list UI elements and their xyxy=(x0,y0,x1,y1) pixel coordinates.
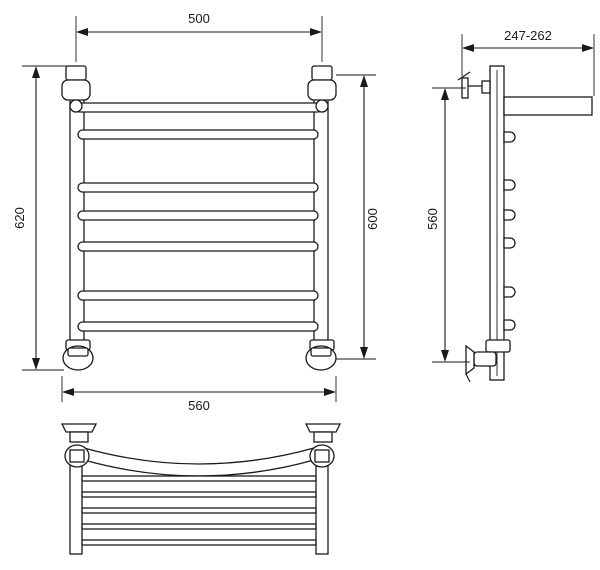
dimension-side-depth-label: 247-262 xyxy=(504,28,552,43)
plan-left-connector xyxy=(60,423,98,468)
dimension-bottom-width: 560 xyxy=(61,376,337,413)
side-top-arm xyxy=(503,96,593,116)
front-view xyxy=(61,65,337,371)
dimension-top-width-label: 500 xyxy=(188,11,210,26)
top-left-connector xyxy=(61,65,91,113)
dimension-right-height: 600 xyxy=(336,74,380,360)
dimension-left-height: 620 xyxy=(12,65,68,371)
dimension-left-height-label: 620 xyxy=(12,207,27,229)
side-rail-stubs xyxy=(503,131,516,331)
side-view xyxy=(457,65,593,383)
side-bottom-valve xyxy=(465,339,511,383)
plan-left-post xyxy=(69,461,83,555)
plan-curved-bar xyxy=(83,447,315,477)
side-top-valve xyxy=(457,71,491,99)
bottom-left-connector xyxy=(62,339,94,371)
dimension-right-height-label: 600 xyxy=(365,208,380,230)
front-rails xyxy=(75,102,323,332)
dimension-side-depth: 247-262 xyxy=(461,28,595,96)
plan-view xyxy=(60,423,342,555)
plan-right-post xyxy=(315,461,329,555)
dimension-side-height: 560 xyxy=(425,87,470,363)
dimension-bottom-width-label: 560 xyxy=(188,398,210,413)
dimension-side-height-label: 560 xyxy=(425,208,440,230)
top-right-connector xyxy=(307,65,337,113)
plan-right-connector xyxy=(304,423,342,468)
plan-rails xyxy=(81,475,317,546)
bottom-right-connector xyxy=(305,339,337,371)
dimension-top-width: 500 xyxy=(75,11,323,62)
